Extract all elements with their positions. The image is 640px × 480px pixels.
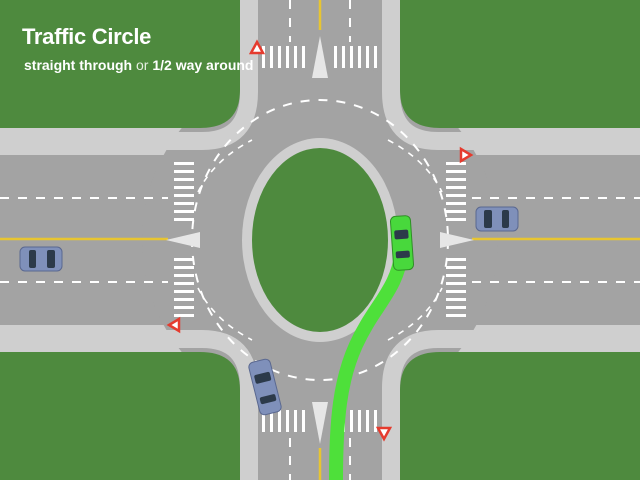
page-title: Traffic Circle bbox=[22, 24, 152, 49]
yield-sign-ne bbox=[459, 146, 474, 164]
splitter-islands bbox=[166, 36, 474, 444]
car-icon bbox=[19, 246, 63, 272]
car-east bbox=[475, 206, 519, 232]
yield-sign-icon bbox=[166, 316, 181, 334]
yield-sign-icon bbox=[459, 146, 474, 164]
subtitle-part3: 1/2 way around bbox=[152, 57, 254, 73]
yield-sign-icon bbox=[375, 426, 393, 442]
yield-lines bbox=[197, 139, 443, 341]
car-icon bbox=[475, 206, 519, 232]
vehicle-path bbox=[329, 221, 409, 480]
yield-sign-sw bbox=[166, 316, 181, 334]
central-island bbox=[252, 148, 388, 332]
yield-sign-nw bbox=[248, 39, 266, 55]
crosswalk-west bbox=[174, 162, 194, 317]
yield-sign-icon bbox=[248, 39, 266, 55]
yield-sign-se bbox=[375, 426, 393, 442]
crosswalk-north bbox=[262, 46, 377, 68]
subtitle-part2: or bbox=[132, 57, 153, 73]
subtitle: straight through or 1/2 way around bbox=[24, 57, 254, 73]
car-southwest bbox=[248, 358, 282, 416]
car-icon bbox=[389, 215, 415, 271]
subtitle-part1: straight through bbox=[24, 57, 133, 73]
crosswalk-east bbox=[446, 162, 466, 317]
car-west bbox=[19, 246, 63, 272]
highlighted-car bbox=[389, 215, 415, 271]
